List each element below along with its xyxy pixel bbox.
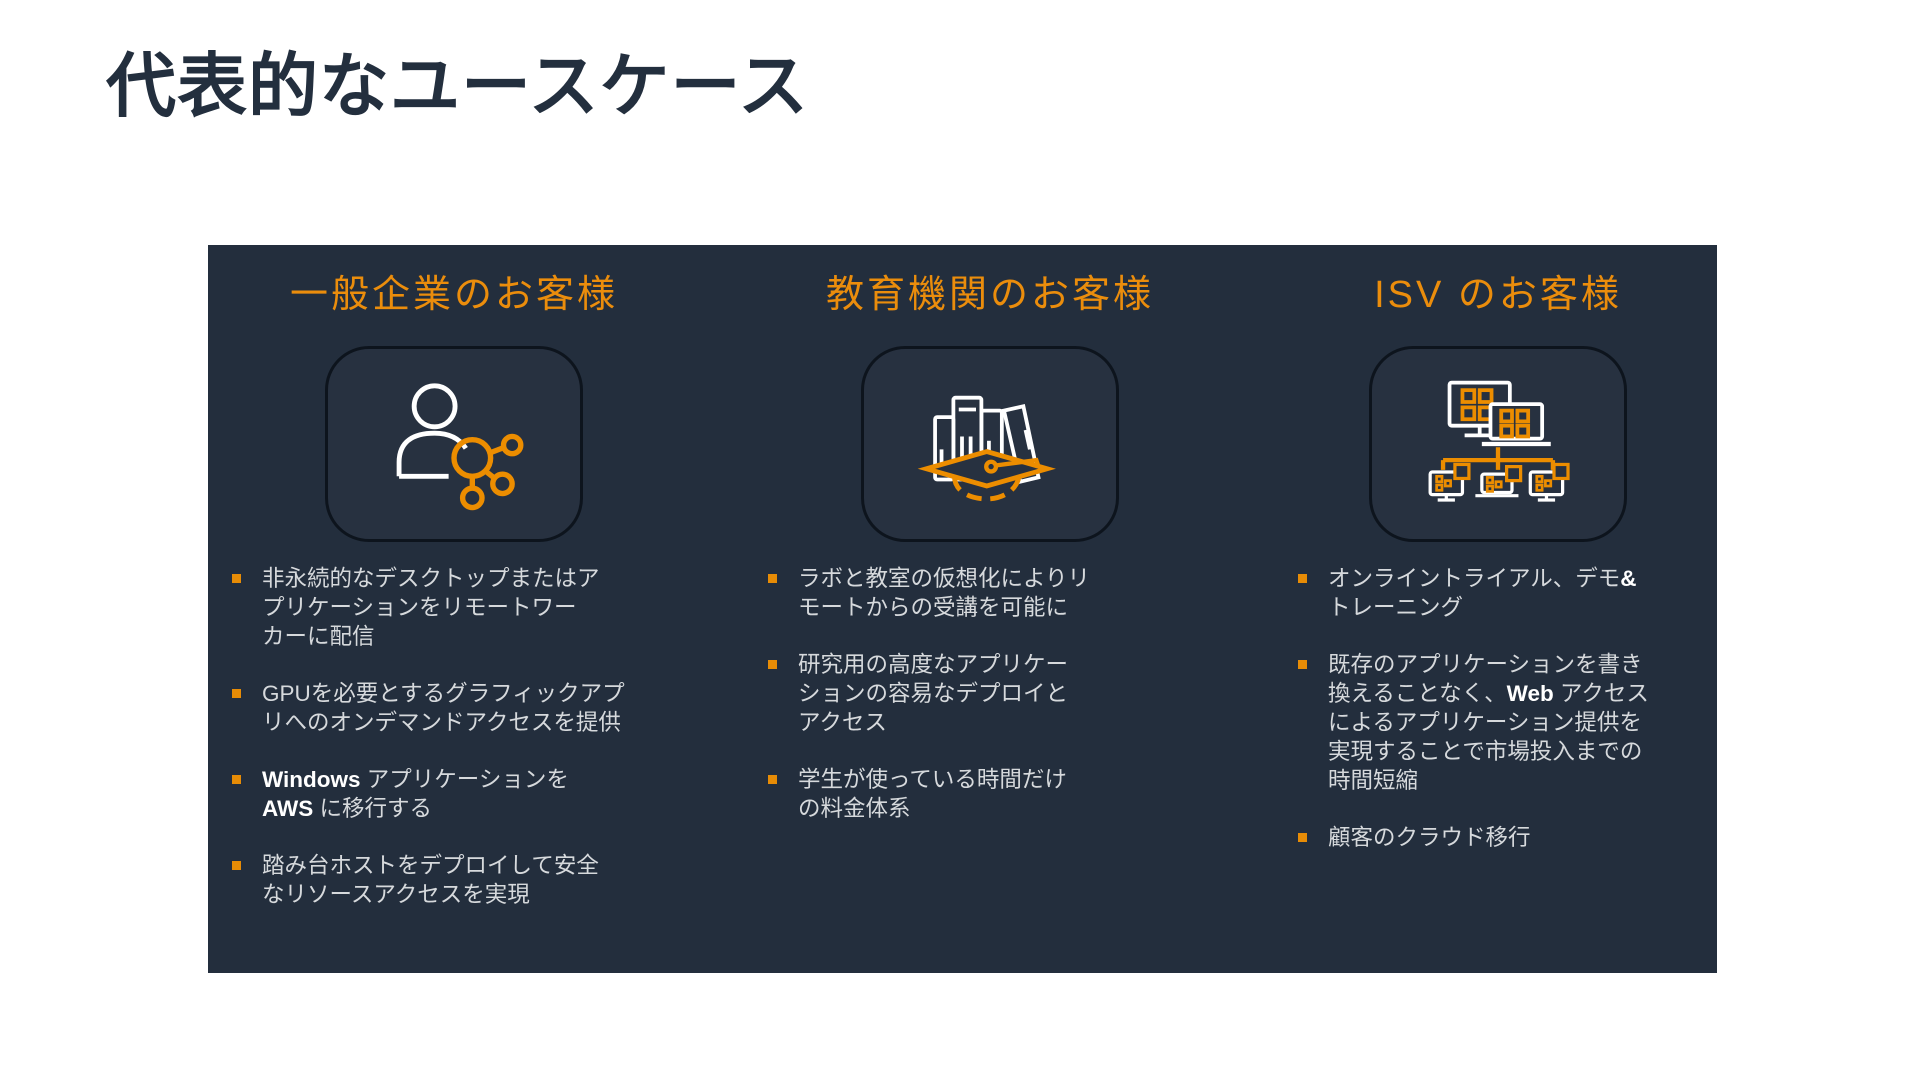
column-isv: ISV のお客様 [1294, 245, 1702, 973]
bullet-square-icon [768, 660, 777, 669]
person-network-icon [396, 383, 524, 511]
bullet-text: 踏み台ホストをデプロイして安全 なリソースアクセスを実現 [262, 853, 599, 907]
bullet-square-icon [768, 574, 777, 583]
bullet-item: 踏み台ホストをデプロイして安全 なリソースアクセスを実現 [228, 851, 680, 909]
bullet-text: 学生が使っている時間だけ の料金体系 [798, 767, 1067, 821]
bullet-text: ラボと教室の仮想化によりリ モートからの受講を可能に [798, 566, 1091, 620]
bullet-item: 学生が使っている時間だけ の料金体系 [764, 765, 1216, 823]
bullet-square-icon [232, 689, 241, 698]
bullet-item: 研究用の高度なアプリケー ションの容易なデプロイと アクセス [764, 650, 1216, 737]
bullet-item: 顧客のクラウド移行 [1294, 823, 1702, 852]
isv-bullet-list: オンライントライアル、デモ& トレーニング既存のアプリケーションを書き 換えるこ… [1294, 564, 1702, 852]
bullet-square-icon [768, 775, 777, 784]
bullet-item: Windows アプリケーションを AWS に移行する [228, 765, 680, 823]
use-case-panel: 一般企業のお客様 非永続的なデスクトップまたはア プリケーションをリモートワー … [208, 245, 1717, 973]
bullet-square-icon [232, 775, 241, 784]
isv-icon-box [1369, 346, 1627, 542]
bullet-text: 既存のアプリケーションを書き 換えることなく、Web アクセス によるアプリケー… [1328, 652, 1649, 793]
slide-title: 代表的なユースケース [106, 47, 809, 125]
bullet-item: オンライントライアル、デモ& トレーニング [1294, 564, 1702, 622]
bullet-text: 顧客のクラウド移行 [1328, 825, 1531, 850]
bullet-text: GPUを必要とするグラフィックアプ リへのオンデマンドアクセスを提供 [262, 681, 625, 735]
education-icon-box [861, 346, 1119, 542]
bullet-text: オンライントライアル、デモ& トレーニング [1328, 566, 1637, 620]
enterprise-bullet-list: 非永続的なデスクトップまたはア プリケーションをリモートワー カーに配信 GPUを… [228, 564, 680, 909]
bullet-item: 既存のアプリケーションを書き 換えることなく、Web アクセス によるアプリケー… [1294, 650, 1702, 795]
column-enterprise-header: 一般企業のお客様 [289, 274, 618, 316]
education-bullet-list: ラボと教室の仮想化によりリ モートからの受講を可能に研究用の高度なアプリケー シ… [764, 564, 1216, 823]
bullet-item: ラボと教室の仮想化によりリ モートからの受講を可能に [764, 564, 1216, 622]
bullet-square-icon [1298, 660, 1307, 669]
bullet-square-icon [1298, 574, 1307, 583]
education-books-icon [917, 395, 1056, 502]
column-isv-header: ISV のお客様 [1374, 274, 1622, 316]
bullet-square-icon [232, 574, 241, 583]
bullet-square-icon [1298, 833, 1307, 842]
bullet-item: 非永続的なデスクトップまたはア プリケーションをリモートワー カーに配信 [228, 564, 680, 651]
isv-devices-icon [1428, 380, 1570, 502]
enterprise-icon-box [325, 346, 583, 542]
bullet-item: GPUを必要とするグラフィックアプ リへのオンデマンドアクセスを提供 [228, 679, 680, 737]
bullet-text: 研究用の高度なアプリケー ションの容易なデプロイと アクセス [798, 652, 1069, 735]
bullet-square-icon [232, 861, 241, 870]
column-enterprise: 一般企業のお客様 非永続的なデスクトップまたはア プリケーションをリモートワー … [228, 245, 680, 973]
column-education-header: 教育機関のお客様 [825, 274, 1154, 316]
column-education: 教育機関のお客様 ラボと教室の仮想化に [764, 245, 1216, 973]
bullet-text: Windows アプリケーションを AWS に移行する [262, 767, 569, 821]
bullet-text: 非永続的なデスクトップまたはア プリケーションをリモートワー カーに配信 [262, 566, 600, 649]
